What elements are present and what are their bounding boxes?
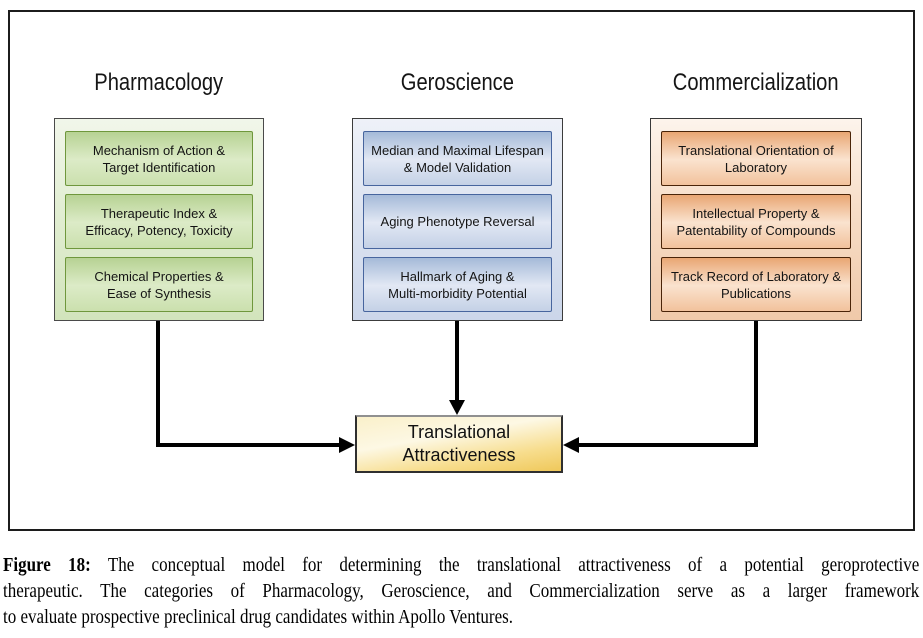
item-mechanism-of-action: Mechanism of Action & Target Identificat… — [65, 131, 253, 186]
figure-caption: Figure 18: The conceptual model for dete… — [3, 552, 919, 630]
panel-commercialization: Translational Orientation of Laboratory … — [650, 118, 862, 321]
item-text: Median and Maximal Lifespan & Model Vali… — [371, 142, 544, 175]
item-text: Mechanism of Action & Target Identificat… — [92, 142, 226, 175]
arrow-right-vertical-line — [754, 321, 758, 447]
item-intellectual-property: Intellectual Property & Patentability of… — [661, 194, 851, 249]
column-title-label: Commercialization — [673, 69, 839, 96]
caption-line-1: Figure 18: The conceptual model for dete… — [3, 554, 920, 576]
item-track-record: Track Record of Laboratory & Publication… — [661, 257, 851, 312]
item-hallmark-of-aging: Hallmark of Aging & Multi-morbidity Pote… — [363, 257, 552, 312]
item-chemical-properties: Chemical Properties & Ease of Synthesis — [65, 257, 253, 312]
arrow-right-horizontal-line — [579, 443, 758, 447]
item-aging-phenotype-reversal: Aging Phenotype Reversal — [363, 194, 552, 249]
item-text: Chemical Properties & Ease of Synthesis — [94, 268, 224, 301]
translational-attractiveness-box: Translational Attractiveness — [355, 415, 563, 473]
caption-figure-label: Figure 18: — [3, 554, 91, 576]
column-title-pharmacology: Pharmacology — [54, 68, 264, 98]
item-median-maximal-lifespan: Median and Maximal Lifespan & Model Vali… — [363, 131, 552, 186]
arrow-middle-head-icon — [449, 400, 465, 415]
item-text: Track Record of Laboratory & Publication… — [670, 268, 842, 301]
panel-pharmacology: Mechanism of Action & Target Identificat… — [54, 118, 264, 321]
item-text: Therapeutic Index & Efficacy, Potency, T… — [85, 205, 233, 238]
arrow-left-vertical-line — [156, 321, 160, 447]
caption-line-2: therapeutic. The categories of Pharmacol… — [3, 580, 920, 602]
arrow-left-horizontal-line — [156, 443, 340, 447]
arrow-middle-vertical-line — [455, 321, 459, 401]
item-translational-orientation: Translational Orientation of Laboratory — [661, 131, 851, 186]
item-therapeutic-index: Therapeutic Index & Efficacy, Potency, T… — [65, 194, 253, 249]
column-title-geroscience: Geroscience — [352, 68, 563, 98]
panel-geroscience: Median and Maximal Lifespan & Model Vali… — [352, 118, 563, 321]
caption-line-3: to evaluate prospective preclinical drug… — [3, 606, 514, 628]
column-title-label: Pharmacology — [94, 69, 224, 96]
item-text: Hallmark of Aging & Multi-morbidity Pote… — [388, 268, 527, 301]
item-text: Intellectual Property & Patentability of… — [676, 205, 836, 238]
result-line: Translational — [407, 422, 511, 442]
arrow-right-head-icon — [563, 437, 579, 453]
item-text: Aging Phenotype Reversal — [380, 214, 535, 229]
arrow-left-head-icon — [339, 437, 355, 453]
column-title-label: Geroscience — [400, 69, 515, 96]
result-line: Attractiveness — [402, 445, 516, 465]
item-text: Translational Orientation of Laboratory — [678, 142, 834, 175]
column-title-commercialization: Commercialization — [650, 68, 862, 98]
